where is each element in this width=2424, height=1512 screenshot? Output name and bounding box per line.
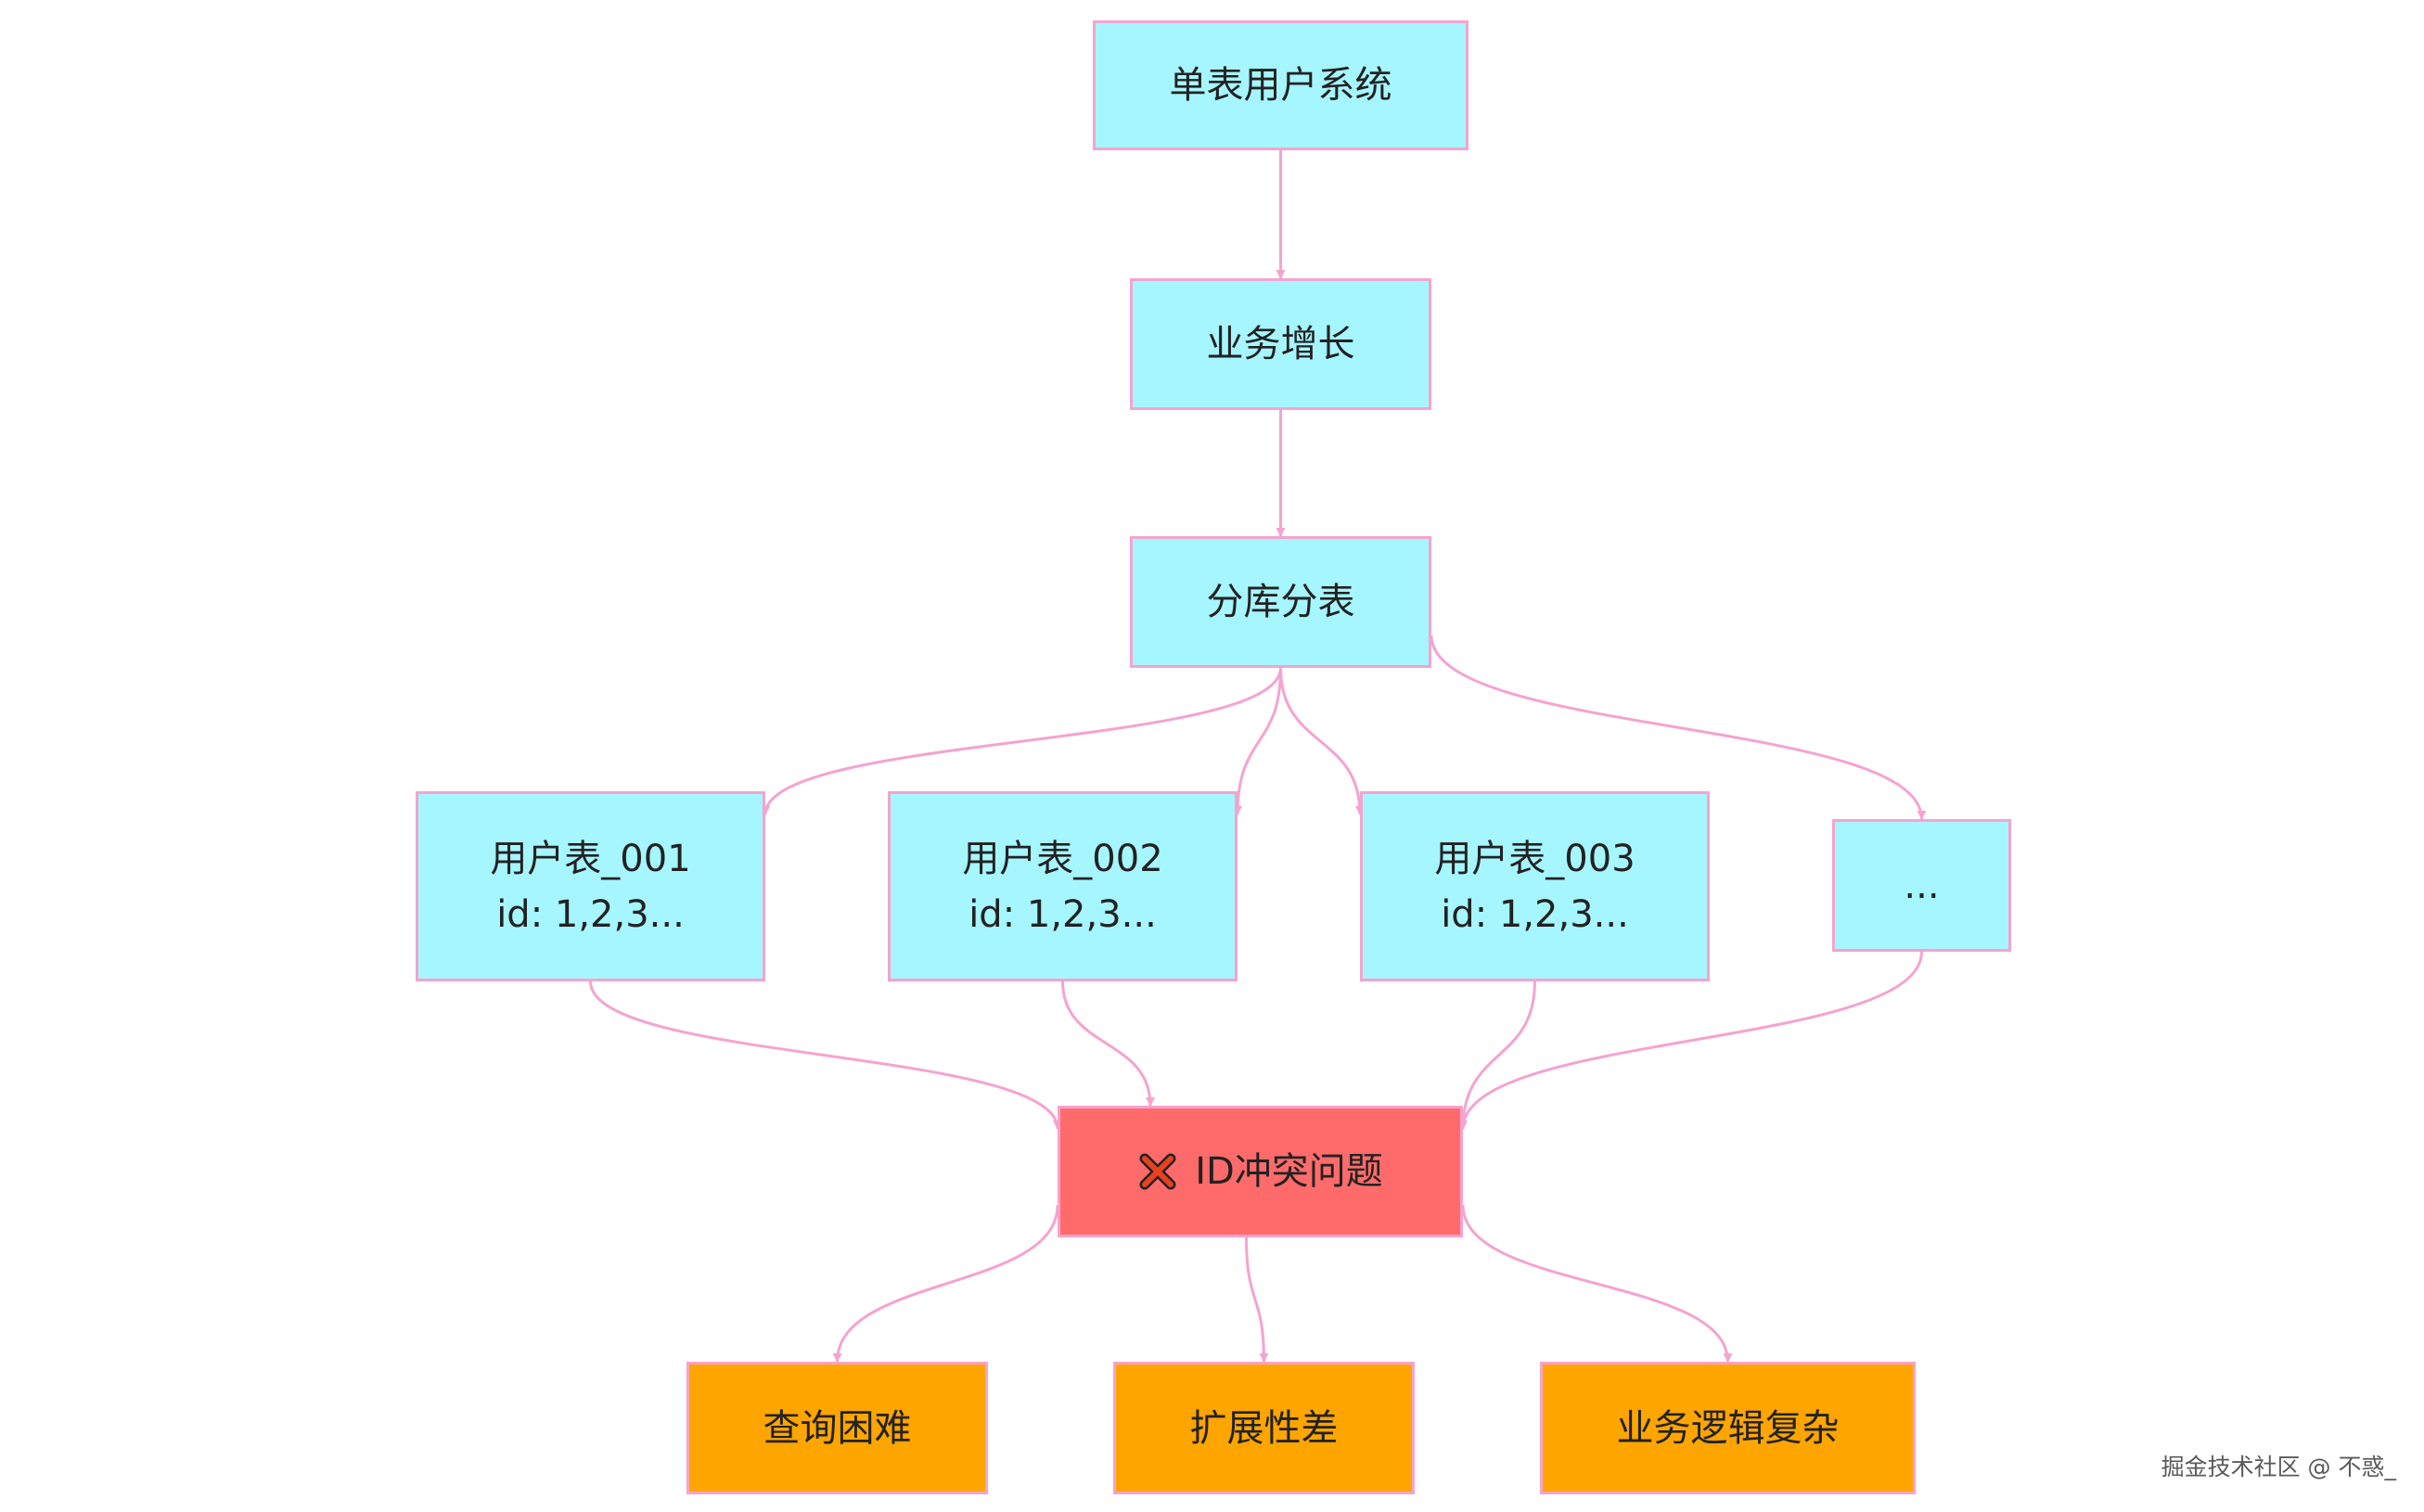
edge-user_table_002-to-id_conflict — [1061, 980, 1155, 1107]
node-sublabel: id: 1,2,3... — [496, 892, 685, 936]
edge-id_conflict-to-poor_scalability — [1245, 1237, 1269, 1363]
node-user-table-002: 用户表_002 id: 1,2,3... — [888, 791, 1238, 981]
node-query-difficulty: 查询困难 — [686, 1362, 988, 1494]
node-complex-business-logic: 业务逻辑复杂 — [1540, 1362, 1916, 1494]
edge-user_table_001-to-id_conflict — [589, 980, 1062, 1130]
node-poor-scalability: 扩展性差 — [1113, 1362, 1415, 1494]
node-sublabel: id: 1,2,3... — [1441, 892, 1629, 936]
node-label: 业务逻辑复杂 — [1616, 1406, 1840, 1450]
node-label: 用户表_003 — [1434, 837, 1635, 880]
node-label: 扩展性差 — [1189, 1406, 1339, 1450]
node-id-conflict: ID冲突问题 — [1058, 1106, 1463, 1237]
edge-more_tables-to-id_conflict — [1458, 951, 1923, 1130]
edge-sharding-to-user_table_002 — [1233, 667, 1282, 815]
node-sublabel: id: 1,2,3... — [968, 892, 1157, 936]
node-more-tables: ... — [1832, 819, 2011, 952]
node-business-growth: 业务增长 — [1130, 278, 1431, 410]
cross-mark-icon — [1139, 1153, 1176, 1190]
edge-sharding-to-user_table_003 — [1279, 667, 1365, 815]
node-label: 单表用户系统 — [1169, 64, 1392, 107]
node-label: 用户表_001 — [490, 837, 691, 880]
edge-sharding-to-more_tables — [1430, 634, 1927, 820]
node-single-table-system: 单表用户系统 — [1093, 20, 1469, 150]
edge-user_table_003-to-id_conflict — [1458, 980, 1536, 1130]
node-label: ... — [1904, 864, 1940, 907]
node-label: 业务增长 — [1206, 323, 1355, 365]
node-sharding: 分库分表 — [1130, 536, 1431, 668]
node-user-table-003: 用户表_003 id: 1,2,3... — [1360, 791, 1710, 981]
node-label: 分库分表 — [1206, 581, 1355, 623]
edge-id_conflict-to-query_difficulty — [832, 1204, 1059, 1363]
edge-id_conflict-to-complex_logic — [1461, 1204, 1733, 1363]
node-user-table-001: 用户表_001 id: 1,2,3... — [416, 791, 765, 981]
node-label: 查询困难 — [763, 1406, 912, 1450]
node-label: ID冲突问题 — [1195, 1150, 1383, 1193]
node-label-row: ID冲突问题 — [1137, 1144, 1383, 1199]
node-label: 用户表_002 — [962, 837, 1163, 880]
watermark: 掘金技术社区 @ 不惑_ — [2161, 1454, 2396, 1480]
edge-sharding-to-user_table_001 — [761, 667, 1282, 815]
